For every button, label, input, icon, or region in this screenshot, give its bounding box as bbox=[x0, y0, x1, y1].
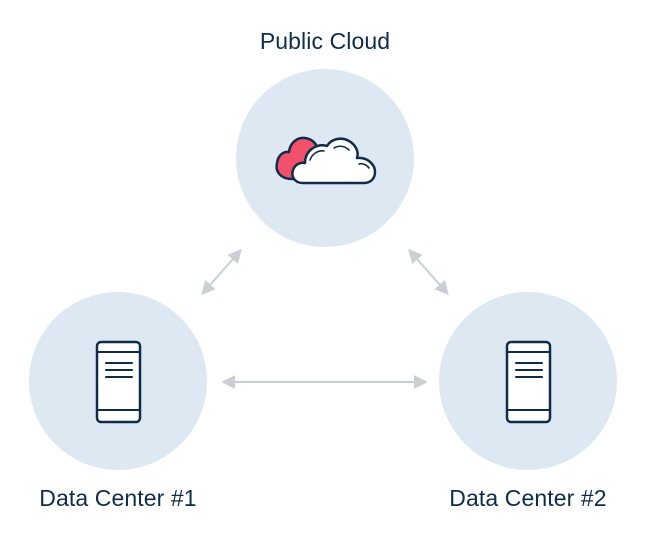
public-cloud-label: Public Cloud bbox=[259, 28, 391, 54]
server-icon bbox=[505, 340, 552, 424]
arrow-cloud-to-dc1 bbox=[201, 248, 242, 296]
cloud-icon bbox=[275, 136, 377, 185]
data-center-2-label: Data Center #2 bbox=[449, 485, 607, 511]
data-center-1-node bbox=[29, 292, 207, 470]
data-center-1-label: Data Center #1 bbox=[39, 485, 197, 511]
arrow-cloud-to-dc2 bbox=[408, 248, 449, 296]
public-cloud-node bbox=[236, 69, 414, 247]
data-center-2-node bbox=[439, 292, 617, 470]
server-icon bbox=[95, 340, 142, 424]
